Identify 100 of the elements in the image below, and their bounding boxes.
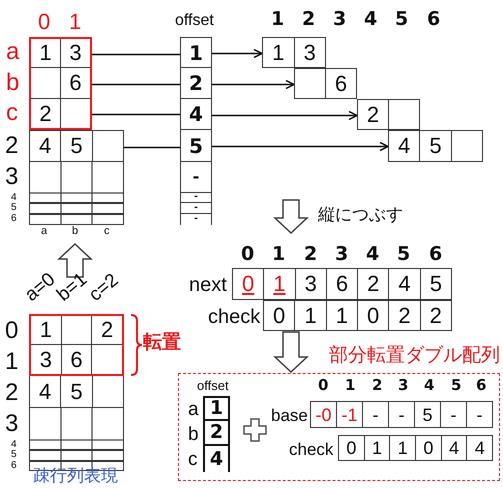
row-label: 3 <box>5 165 18 189</box>
cell-value: 4 <box>39 135 52 157</box>
cell-value: 1 <box>304 304 317 326</box>
row-label: 5 <box>11 450 17 460</box>
table-row <box>388 130 483 162</box>
column-header: 2 <box>302 10 316 29</box>
cell-value: -0 <box>315 406 332 424</box>
row-label: 2 <box>5 134 18 158</box>
cell-value: 2 <box>39 102 52 124</box>
column-header: 2 <box>372 378 382 393</box>
cell-value: 1 <box>372 439 382 457</box>
row-label: check <box>208 307 260 327</box>
cell-value: 0 <box>242 273 254 295</box>
column-label: b=1 <box>54 270 91 305</box>
highlight-frame <box>29 314 124 376</box>
row-label: b <box>188 425 199 444</box>
cell-value: 6 <box>334 72 348 94</box>
cell-value: 0 <box>273 304 286 326</box>
column-header: 4 <box>424 378 434 393</box>
table-row <box>357 99 420 130</box>
row-label: base <box>271 407 308 424</box>
table-row <box>262 37 326 68</box>
row-label: 6 <box>11 214 17 224</box>
cell-value: 4 <box>189 104 203 124</box>
cell-value: 3 <box>40 348 52 370</box>
row-label: 2 <box>5 381 18 405</box>
cell-value: - <box>194 204 198 212</box>
heading: offset <box>175 13 214 29</box>
cell-value: 3 <box>69 42 82 64</box>
column-header: 4 <box>364 10 378 29</box>
connector-line <box>90 84 181 86</box>
table-row <box>294 68 357 99</box>
table-row <box>31 68 90 99</box>
column-header: 5 <box>395 10 408 29</box>
cell-value: 2 <box>366 104 380 126</box>
cell-value: 2 <box>189 73 203 93</box>
cell-value: 5 <box>430 273 442 295</box>
node-label: 疎行列表現 <box>33 467 118 484</box>
cell-value: 0 <box>423 439 434 457</box>
cell-value: 1 <box>273 273 286 295</box>
cell-value: 4 <box>449 439 460 457</box>
column-header: 1 <box>272 245 286 264</box>
cell-value: 3 <box>304 42 316 64</box>
row-label: 0 <box>5 319 18 343</box>
cell-value: 6 <box>69 72 82 94</box>
table-row <box>205 398 228 421</box>
cell-value: 0 <box>367 304 380 326</box>
column-header: 6 <box>429 245 442 264</box>
connector-line <box>90 54 181 56</box>
cell-value: 3 <box>304 273 317 295</box>
cell-value: - <box>192 169 200 185</box>
column-header: 1 <box>271 10 284 29</box>
row-label: c <box>6 101 18 125</box>
row-label: next <box>189 275 227 295</box>
cell-value: 6 <box>70 348 83 370</box>
column-header: 4 <box>366 245 380 264</box>
column-header: 3 <box>398 378 408 393</box>
cell-value: 2 <box>101 319 114 341</box>
heading: 部分転置ダブル配列 <box>329 346 500 365</box>
row-label: c <box>188 450 198 469</box>
row-label: b <box>6 71 20 95</box>
connector-line <box>123 146 181 148</box>
cell-value: 4 <box>39 380 52 402</box>
heading: offset <box>197 379 229 392</box>
cell-value: 4 <box>398 135 410 157</box>
transpose-label: 転置 <box>143 333 181 352</box>
column-header: 0 <box>38 11 50 33</box>
column-header: 2 <box>304 245 318 264</box>
cell-value: 1 <box>210 399 224 418</box>
cell-value: 5 <box>429 135 442 157</box>
row-label: 5 <box>11 203 17 213</box>
row-label: 1 <box>5 350 18 374</box>
arrow <box>211 142 389 152</box>
highlight-frame <box>29 37 92 130</box>
column-header: 3 <box>333 10 346 29</box>
cell-value: 4 <box>210 450 224 468</box>
cell-value: - <box>450 406 456 424</box>
cell-value: - <box>476 406 482 424</box>
row-label: 4 <box>11 440 17 450</box>
row-label: check <box>289 441 334 458</box>
cell-value: - <box>398 406 404 424</box>
column-header: 5 <box>451 378 462 393</box>
cell-value: 5 <box>70 135 83 157</box>
cell-value: 5 <box>189 136 203 156</box>
cell-value: 4 <box>398 273 411 295</box>
row-label: 6 <box>11 461 17 471</box>
cell-value: 2 <box>398 304 411 326</box>
row-label: a <box>188 400 199 419</box>
column-label: c <box>104 226 110 237</box>
cell-value: 2 <box>367 273 380 295</box>
arrow <box>211 80 295 90</box>
column-header: 3 <box>335 245 348 264</box>
cell-value: - <box>194 193 198 202</box>
cell-value: 6 <box>336 273 348 295</box>
table-row <box>205 421 228 446</box>
column-header: 0 <box>318 378 328 393</box>
matrix-grid <box>29 130 124 225</box>
connector-line <box>90 114 181 116</box>
cell-value: -1 <box>341 406 358 424</box>
table-row <box>31 39 90 68</box>
